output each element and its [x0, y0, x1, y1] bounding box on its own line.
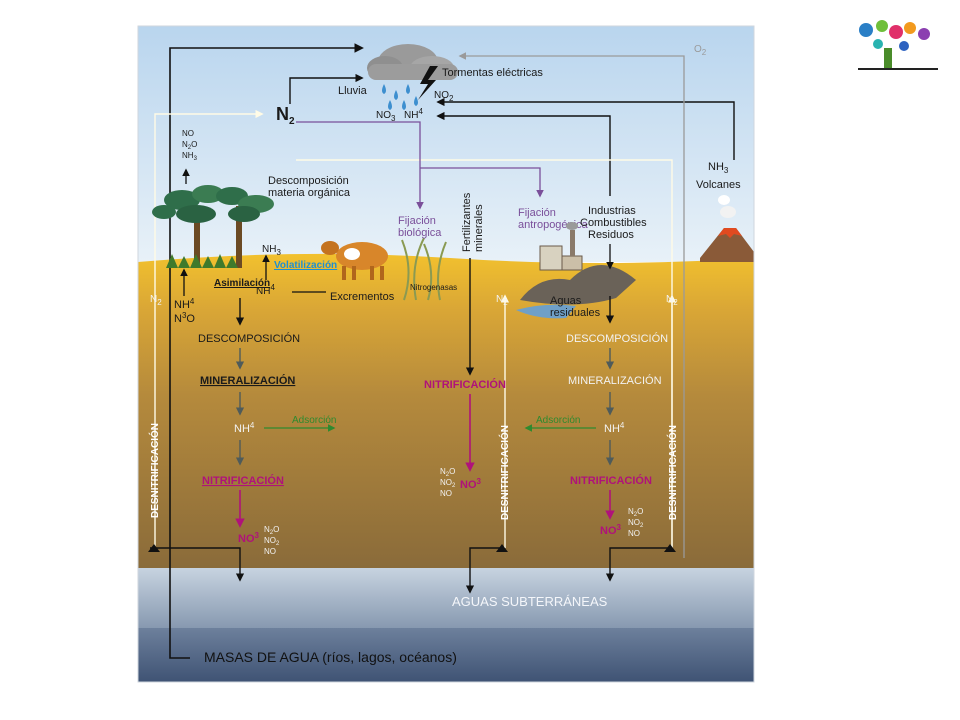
- gas-mid-n2o: N2O: [440, 467, 455, 478]
- cow-icon: [321, 241, 388, 280]
- desnitri-left-label: DESNITRIFICACIÓN: [148, 423, 161, 518]
- nitri-mid-label: NITRIFICACIÓN: [424, 378, 506, 391]
- gas-right-n2o: N2O: [628, 507, 643, 518]
- right-leaching-line: [605, 547, 668, 582]
- aguas-subterraneas-label: AGUAS SUBTERRÁNEAS: [452, 594, 608, 609]
- desnitri-right-label: DESNITRIFICACIÓN: [666, 425, 679, 520]
- min-left-label: MINERALIZACIÓN: [200, 374, 295, 387]
- storm-no2-label: NO2: [434, 90, 454, 103]
- tormentas-label: Tormentas eléctricas: [442, 67, 543, 79]
- fijacion-biologica-line2: biológica: [398, 227, 442, 239]
- outer-water-return-line: [169, 43, 364, 659]
- volcano-icon: [700, 195, 754, 262]
- industrias-label: Industrias: [588, 205, 636, 217]
- rain-no3-label: NO3: [376, 110, 396, 123]
- uptake-nh4-label: NH4: [174, 297, 195, 311]
- desnitri-mid-label: DESNITRIFICACIÓN: [498, 425, 511, 520]
- aguas-residuales-line2: residuales: [550, 307, 601, 319]
- legume-plant-icon: [401, 237, 447, 301]
- n2-right-label: N2: [666, 294, 678, 307]
- denitrification-left-line: [154, 109, 264, 548]
- no3-left-label: NO3: [238, 531, 260, 545]
- raindrop-icon: [382, 84, 418, 110]
- mid-leaching-line: [465, 547, 500, 594]
- gas-nh3-label: NH3: [182, 151, 198, 162]
- nitrogenasas-label: Nitrogenasas: [410, 283, 457, 292]
- excrementos-label: Excrementos: [330, 291, 395, 303]
- left-leaching-line: [150, 547, 245, 582]
- gas-no-label: NO: [182, 129, 194, 138]
- no3-right-label: NO3: [600, 523, 622, 537]
- gas-left-no: NO: [264, 547, 276, 556]
- residuos-label: Residuos: [588, 229, 634, 241]
- descomposicion-materia-line2: materia orgánica: [268, 187, 351, 199]
- aguas-residuales-line1: Aguas: [550, 295, 582, 307]
- adsorcion-left-label: Adsorción: [292, 415, 336, 426]
- nitri-right-label: NITRIFICACIÓN: [570, 474, 652, 487]
- logo-icon: [858, 20, 938, 70]
- gas-n2o-label: N2O: [182, 140, 197, 151]
- nitri-left-label: NITRIFICACIÓN: [202, 474, 284, 487]
- lluvia-label: Lluvia: [338, 85, 368, 97]
- gas-mid-no: NO: [440, 489, 452, 498]
- groundwater-layer: [138, 568, 754, 628]
- gas-right-no2: NO2: [628, 518, 644, 529]
- biological-fixation-arrow: [296, 121, 424, 210]
- asimilacion-label: Asimilación: [214, 278, 270, 289]
- gas-left-n2o: N2O: [264, 525, 279, 536]
- combustibles-label: Combustibles: [580, 217, 647, 229]
- uptake-no3-label: N3O: [174, 311, 195, 325]
- factory-icon: [516, 222, 636, 319]
- lightning-icon: [418, 66, 438, 100]
- descomposicion-materia-line1: Descomposición: [268, 175, 349, 187]
- water-body-layer: [138, 628, 754, 682]
- volcano-nh3-label: NH3: [708, 161, 729, 175]
- n2-atmosphere-label: N2: [276, 104, 295, 127]
- min-right-label: MINERALIZACIÓN: [568, 374, 662, 387]
- o2-label: O2: [694, 44, 707, 57]
- gas-mid-no2: NO2: [440, 478, 456, 489]
- fijacion-biologica-line1: Fijación: [398, 215, 436, 227]
- desc-right-label: DESCOMPOSICIÓN: [566, 332, 668, 345]
- soil-nh4-label: NH4: [256, 283, 275, 297]
- fertilizantes-line1: Fertilizantes: [461, 192, 473, 252]
- left-leaching-tip: [148, 544, 160, 552]
- n2-to-cloud-arrow: [289, 73, 364, 104]
- right-leaching-tip: [664, 544, 676, 552]
- nh4-right-label: NH4: [604, 421, 625, 435]
- o2-return-line: [458, 52, 685, 558]
- volcano-to-atmosphere-arrow: [436, 97, 735, 160]
- anthropogenic-fixation-arrow: [420, 167, 544, 198]
- fertilizantes-line2: minerales: [473, 204, 485, 252]
- desc-left-label: DESCOMPOSICIÓN: [198, 332, 300, 345]
- fijacion-antro-line2: antropogénica: [518, 219, 589, 231]
- n2-left-label: N2: [150, 294, 162, 307]
- mid-leaching-tip: [496, 544, 508, 552]
- n2-mid-label: N2: [496, 294, 508, 307]
- nh4-left-label: NH4: [234, 421, 255, 435]
- volatilizacion-label: Volatilización: [274, 260, 337, 271]
- rain-nh4-label: NH4: [404, 107, 423, 121]
- no3-mid-label: NO3: [460, 477, 482, 491]
- gas-left-no2: NO2: [264, 536, 280, 547]
- adsorcion-right-label: Adsorción: [536, 415, 580, 426]
- volcanes-label: Volcanes: [696, 179, 741, 191]
- gas-right-no: NO: [628, 529, 640, 538]
- masas-agua-label: MASAS DE AGUA (ríos, lagos, océanos): [204, 649, 457, 665]
- fijacion-antro-line1: Fijación: [518, 207, 556, 219]
- topsoil-layer: [138, 253, 754, 569]
- industries-to-atmosphere-arrow: [436, 111, 611, 196]
- volatilization-nh3-label: NH3: [262, 244, 281, 257]
- diagram-frame: [137, 25, 755, 683]
- tree-icon: [152, 185, 274, 268]
